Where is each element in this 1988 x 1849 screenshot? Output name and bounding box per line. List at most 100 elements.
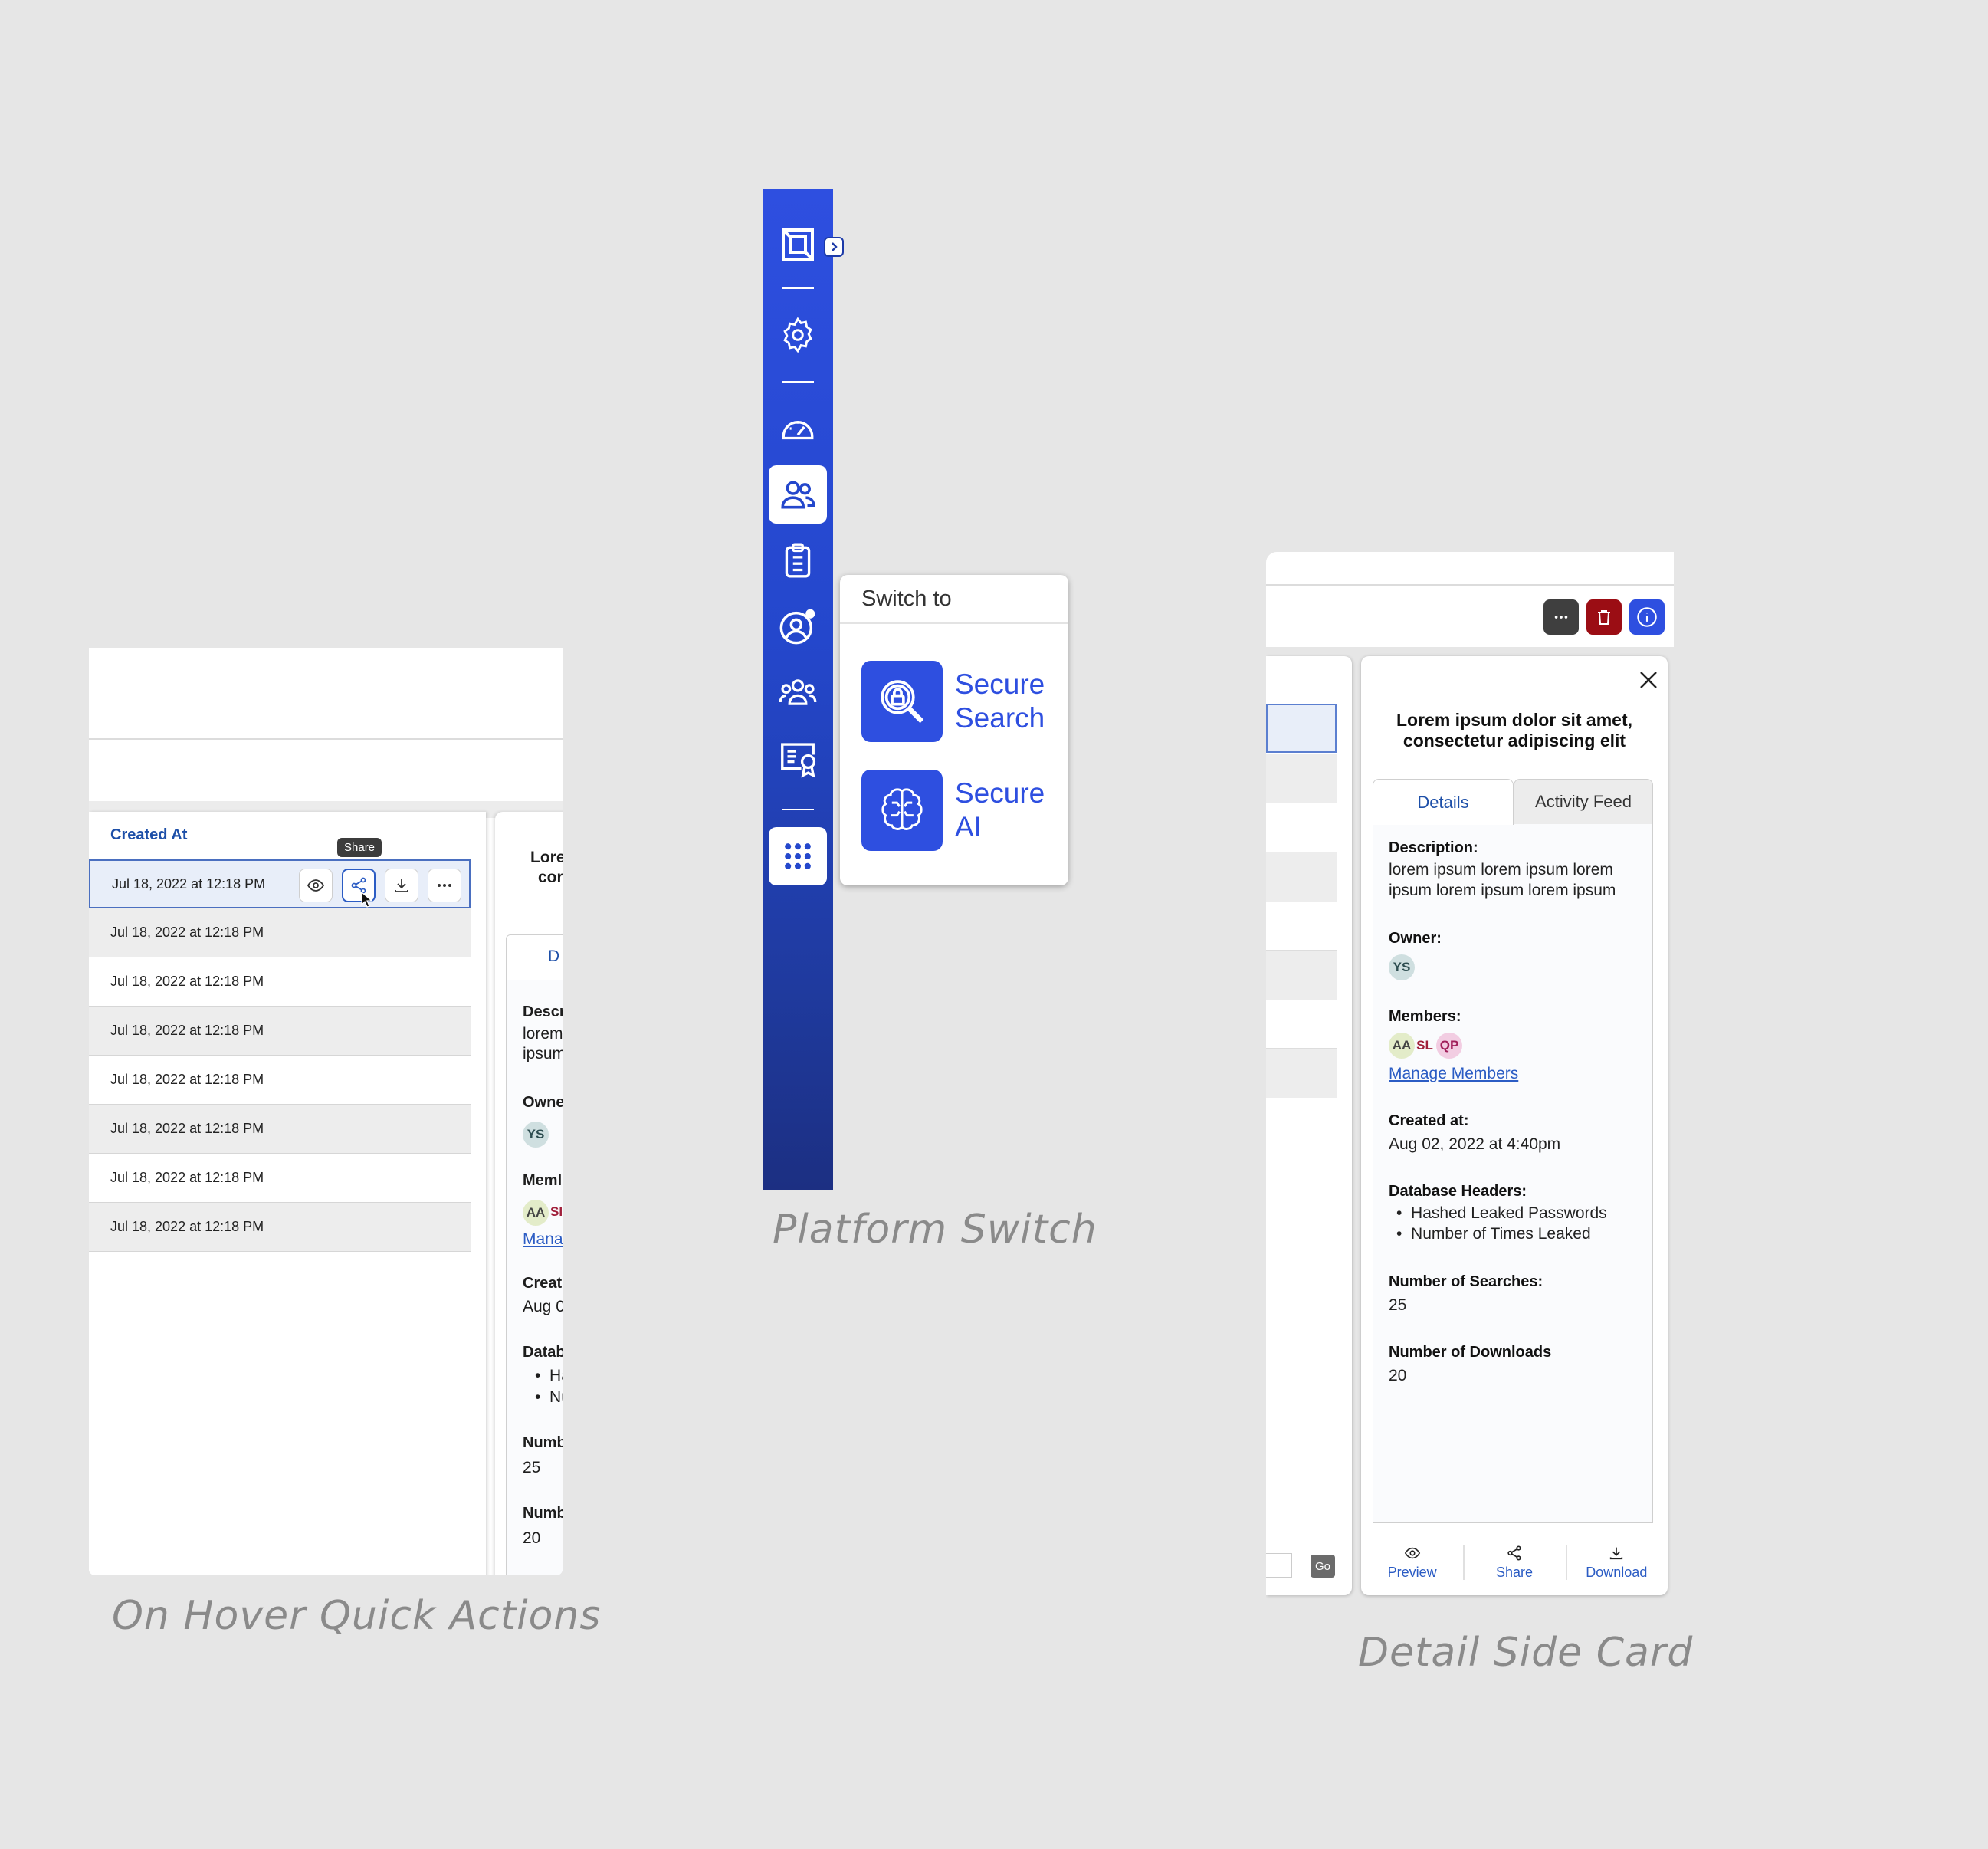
settings-icon <box>783 317 812 353</box>
more-icon <box>1554 616 1568 619</box>
preview-button[interactable] <box>299 869 333 902</box>
cursor-icon <box>361 892 373 908</box>
manage-members-link[interactable]: Manage Members <box>1389 1065 1519 1082</box>
downloads-label: Number of Downloads <box>1389 1344 1552 1361</box>
share-button[interactable]: Share <box>1463 1530 1565 1595</box>
card-title: Lorem ipsum dolor sit amet, consectetur … <box>1396 710 1632 750</box>
download-icon <box>1610 1547 1623 1560</box>
tab-details[interactable]: D <box>506 934 563 980</box>
search-lock-icon <box>861 661 943 742</box>
row-date: Jul 18, 2022 at 12:18 PM <box>112 875 266 892</box>
more-icon <box>438 884 451 887</box>
divider <box>89 738 563 740</box>
searches-label: Number of Searches: <box>1389 1273 1543 1290</box>
users-button[interactable] <box>769 465 827 524</box>
sidebar <box>763 189 833 1190</box>
peek-title: Lore <box>530 849 563 866</box>
reports-button[interactable] <box>769 531 827 590</box>
groups-icon <box>779 679 817 705</box>
share-button[interactable] <box>342 869 376 902</box>
card-footer: Preview Share Download <box>1361 1530 1668 1595</box>
details-panel: Description: lorem ipsum lorem ipsum lor… <box>1373 824 1653 1523</box>
downloads-value: 20 <box>1389 1367 1407 1384</box>
expand-sidebar-button[interactable] <box>824 237 844 257</box>
owner-label: Owner: <box>1389 930 1442 947</box>
table-row[interactable]: Jul 18, 2022 at 12:18 PM <box>89 1056 471 1105</box>
table-row[interactable]: Jul 18, 2022 at 12:18 PM <box>89 1105 471 1154</box>
peek-title: cor <box>538 869 563 886</box>
avatar: YS <box>523 1122 549 1148</box>
download-button[interactable]: Download <box>1565 1530 1668 1595</box>
more-button[interactable] <box>1543 599 1579 635</box>
avatar: AA <box>1389 1033 1415 1059</box>
logo-button[interactable] <box>769 215 827 274</box>
field-label: Numb <box>523 1434 563 1451</box>
searches-value: 25 <box>1389 1296 1407 1314</box>
tab-details[interactable]: Details <box>1373 779 1514 825</box>
option-label: Search <box>955 702 1045 734</box>
option-label: Secure <box>955 777 1045 809</box>
field-label: Creat <box>523 1275 563 1292</box>
caption-platform: Platform Switch <box>773 1207 1097 1253</box>
peek-body <box>506 980 563 1575</box>
clipboard-icon <box>785 543 811 578</box>
list-item[interactable] <box>1266 704 1337 753</box>
list-item[interactable] <box>1266 852 1337 902</box>
column-header-created-at[interactable]: Created At <box>89 812 486 859</box>
preview-button[interactable]: Preview <box>1361 1530 1463 1595</box>
field-label: Meml <box>523 1172 563 1189</box>
settings-button[interactable] <box>769 306 827 364</box>
certificates-button[interactable] <box>769 729 827 787</box>
account-settings-button[interactable] <box>769 597 827 655</box>
share-icon <box>351 877 366 894</box>
table-card: Created At Jul 18, 2022 at 12:18 PM Shar… <box>89 812 486 1575</box>
table-row[interactable]: Jul 18, 2022 at 12:18 PM <box>89 957 471 1007</box>
detail-card-peek: Lore cor D Descr lorem ipsum Owne YS Mem… <box>495 812 563 1575</box>
list-peek: Go <box>1266 656 1352 1595</box>
detail-side-card: Lorem ipsum dolor sit amet, consectetur … <box>1361 656 1668 1595</box>
caption-detail: Detail Side Card <box>1358 1630 1694 1676</box>
close-icon[interactable] <box>1637 668 1660 691</box>
manage-members-link[interactable]: Mana <box>523 1230 563 1248</box>
share-label: Share <box>1495 1565 1534 1580</box>
table-row[interactable]: Jul 18, 2022 at 12:18 PM Share <box>89 838 471 908</box>
divider <box>782 809 814 810</box>
description-label: Description: <box>1389 839 1478 856</box>
field-label: Owne <box>523 1094 563 1111</box>
table-row[interactable]: Jul 18, 2022 at 12:18 PM <box>89 1203 471 1252</box>
tab-activity-feed[interactable]: Activity Feed <box>1514 779 1653 825</box>
popover-title: Switch to <box>840 575 1068 624</box>
certificate-icon <box>781 743 816 778</box>
delete-button[interactable] <box>1586 599 1622 635</box>
field-value: 20 <box>523 1529 541 1547</box>
groups-button[interactable] <box>769 663 827 721</box>
dashboard-icon <box>782 421 814 440</box>
table-row[interactable]: Jul 18, 2022 at 12:18 PM <box>89 1007 471 1056</box>
table-row[interactable]: Jul 18, 2022 at 12:18 PM <box>89 1154 471 1203</box>
platform-switch-button[interactable] <box>769 827 827 885</box>
list-item[interactable] <box>1266 951 1337 1000</box>
list-item[interactable] <box>1266 803 1337 852</box>
list-item[interactable] <box>1266 902 1337 951</box>
divider <box>782 287 814 289</box>
list-item[interactable] <box>1266 1049 1337 1098</box>
download-button[interactable] <box>385 869 418 902</box>
divider <box>1266 584 1674 586</box>
info-button[interactable] <box>1629 599 1665 635</box>
go-button[interactable]: Go <box>1311 1555 1335 1578</box>
trash-icon <box>1598 610 1610 625</box>
members-label: Members: <box>1389 1008 1461 1025</box>
divider <box>782 381 814 383</box>
option-label: Secure <box>955 668 1045 700</box>
db-headers-label: Database Headers: <box>1389 1183 1527 1200</box>
more-button[interactable] <box>428 869 461 902</box>
dashboard-button[interactable] <box>769 399 827 458</box>
field-value: Aug 0 <box>523 1298 563 1315</box>
list-item: • Number of Times Leaked <box>1396 1225 1591 1243</box>
table-row[interactable]: Jul 18, 2022 at 12:18 PM <box>89 908 471 957</box>
list-item[interactable] <box>1266 1000 1337 1049</box>
page-input[interactable] <box>1266 1553 1292 1578</box>
list-item[interactable] <box>1266 754 1337 803</box>
